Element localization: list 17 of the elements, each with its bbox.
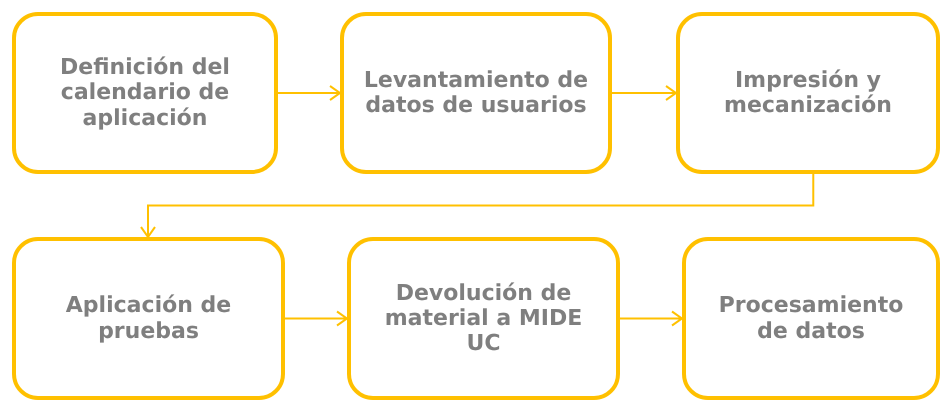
arrow <box>140 174 814 238</box>
process-box <box>12 237 285 400</box>
process-box <box>340 12 612 174</box>
process-box <box>682 237 940 400</box>
arrow <box>612 85 677 101</box>
arrow <box>620 310 683 326</box>
step-label: Impresión y mecanización <box>723 68 893 118</box>
process-box <box>12 12 278 174</box>
process-box <box>347 237 620 400</box>
arrow <box>285 310 348 326</box>
step-label: Devolución de material a MIDE UC <box>384 280 584 356</box>
step-label: Aplicación de pruebas <box>64 293 232 344</box>
step-label: Definición del calendario de aplicación <box>59 55 231 131</box>
process-box <box>676 12 940 174</box>
step-label: Procesamiento de datos <box>718 293 904 344</box>
step-label: Levantamiento de datos de usuarios <box>362 68 590 118</box>
arrow <box>278 85 341 101</box>
